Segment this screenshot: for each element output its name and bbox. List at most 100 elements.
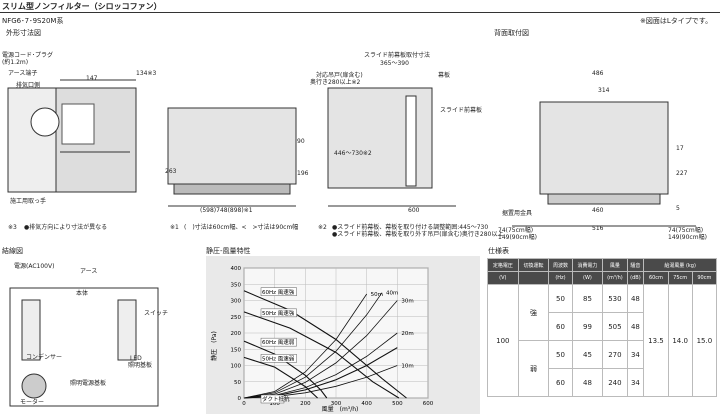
table-cell: 45 (571, 340, 604, 369)
unit-hz: (Hz) (548, 271, 573, 285)
table-cell: 34 (626, 340, 645, 369)
dim-74-right: 74(75cm幅) (668, 227, 704, 234)
label-led: LED (130, 355, 142, 362)
spec-table: 定格電圧 切換運転 周波数 消費電力 風量 騒音 給湯風量 (kg) (V) (… (487, 258, 718, 397)
table-cell: 505 (602, 312, 628, 341)
y-tick-label: 400 (231, 266, 242, 272)
x-axis-label: 風量 (m³/h) (322, 406, 359, 413)
y-tick-label: 250 (231, 315, 242, 321)
table-cell: 48 (571, 368, 604, 397)
th-mass: 給湯風量 (kg) (643, 258, 717, 272)
dim-516: 516 (592, 225, 604, 232)
series-label-5: 50m (371, 292, 383, 298)
cell-mass-60: 13.5 (643, 284, 669, 397)
x-tick-label: 300 (331, 401, 342, 407)
dim-365-390: 365〜390 (380, 60, 409, 67)
label-duct-note-2: 奥行き280以上※2 (310, 79, 361, 86)
series-label-1: 50Hz 風速強 (262, 309, 295, 317)
dim-74-left: 74(75cm幅) (498, 227, 534, 234)
y-tick-label: 350 (231, 282, 242, 288)
note-1-text: ( )寸法は60cm幅、< >寸法は90cm幅 (184, 224, 299, 231)
cell-mass-75: 14.0 (667, 284, 693, 397)
series-tag-box (260, 287, 297, 296)
cell-voltage: 100 (487, 284, 519, 397)
label-clamp: 施工用取っ手 (10, 198, 47, 205)
section-outline: 外形寸法図 (6, 29, 41, 37)
section-pq: 静圧-風量特性 (206, 247, 251, 255)
dim-263: 263 (165, 168, 177, 175)
y-tick-label: 150 (231, 347, 242, 353)
th-mode: 切換運転 (517, 258, 550, 272)
series-tag-box (260, 394, 285, 404)
x-tick-label: 0 (242, 401, 246, 407)
series-tag-box (260, 308, 297, 318)
note-3-mark: ※3 (8, 224, 17, 231)
cell-mass-90: 15.0 (691, 284, 718, 397)
series-label-0: 60Hz 風速強 (262, 288, 295, 296)
label-slide-note: スライド前幕板取付寸法 (364, 52, 431, 59)
series-label-2: 60Hz 風速弱 (262, 339, 295, 346)
note-2-text-a: ●スライド前幕板、幕板を取り付ける調整範囲:445〜730 (332, 224, 489, 231)
series-line-3 (243, 356, 318, 399)
section-specs: 仕様表 (488, 247, 509, 255)
th-airflow: 風量 (602, 258, 628, 272)
dim-outer-width: (598)748(898)※1 (200, 207, 253, 214)
series-label-8: 20m (401, 331, 413, 337)
label-duct-note: 対応吊戸(扉含む) (316, 72, 363, 79)
label-exhaust: 排気口側 (16, 82, 41, 89)
x-tick-label: 200 (300, 401, 311, 407)
table-cell: 60 (548, 312, 573, 341)
unit-mode (517, 271, 550, 285)
table-cell: 50 (548, 340, 573, 369)
note-2-text-b: ●スライド前幕板、幕板を取り外す吊戸(扉含む)奥行き280以上 (332, 231, 504, 238)
label-slide-plate: スライド前幕板 (440, 107, 483, 114)
label-power: 電源(AC100V) (14, 263, 55, 270)
y-axis-label: 静圧 (Pa) (210, 331, 218, 361)
y-tick-label: 0 (238, 396, 242, 402)
label-wiring-earth: アース (80, 268, 98, 275)
section-rear-mount: 背面取付図 (494, 29, 529, 37)
dim-134: 134※3 (136, 70, 157, 77)
cell-mode-strong: 強 (517, 284, 550, 341)
series-label-3: 50Hz 風速弱 (262, 355, 295, 362)
table-cell: 60 (548, 368, 573, 397)
dim-90: 90 (297, 138, 305, 145)
outline-drawing-side (327, 87, 456, 207)
label-cord: 電源コード･プラグ (2, 52, 54, 59)
unit-m3h: (m³/h) (602, 271, 628, 285)
label-front-plate: 幕板 (438, 72, 451, 79)
series-line-2 (243, 340, 328, 399)
dim-446-730: 446〜730※2 (334, 150, 372, 157)
y-tick-label: 200 (231, 331, 242, 337)
y-tick-label: 300 (231, 299, 242, 305)
unit-w: (W) (571, 271, 604, 285)
x-tick-label: 400 (361, 401, 372, 407)
y-tick-label: 50 (234, 380, 241, 386)
label-led-board: 照明基板 (128, 362, 153, 369)
table-cell: 85 (571, 284, 604, 313)
outline-drawing-front (167, 107, 297, 207)
label-capacitor: コンデンサー (26, 354, 63, 361)
note-3-text: ●排気方向により寸法が異なる (24, 224, 108, 231)
wiring-diagram (9, 287, 159, 407)
cell-mode-weak: 弱 (517, 340, 550, 397)
dim-149-left: 149(90cm幅) (498, 234, 537, 241)
page-note: ※図面はLタイプです。 (640, 17, 713, 25)
dim-460: 460 (592, 207, 604, 214)
table-cell: 530 (602, 284, 628, 313)
series-line-1 (243, 311, 400, 399)
dim-17: 17 (676, 145, 684, 152)
label-power-board: 照明電源基板 (70, 380, 107, 387)
dim-486: 486 (592, 70, 604, 77)
series-line-6 (243, 292, 383, 399)
table-cell: 34 (626, 368, 645, 397)
th-power: 消費電力 (571, 258, 604, 272)
label-body: 本体 (76, 290, 89, 297)
dim-5: 5 (676, 205, 680, 212)
y-tick-label: 100 (231, 364, 242, 370)
dim-227: 227 (676, 170, 688, 177)
label-cord-length: (約1.2m) (2, 59, 29, 66)
x-tick-label: 600 (423, 401, 434, 407)
unit-90cm: 90cm (691, 271, 718, 285)
dim-600: 600 (408, 207, 420, 214)
